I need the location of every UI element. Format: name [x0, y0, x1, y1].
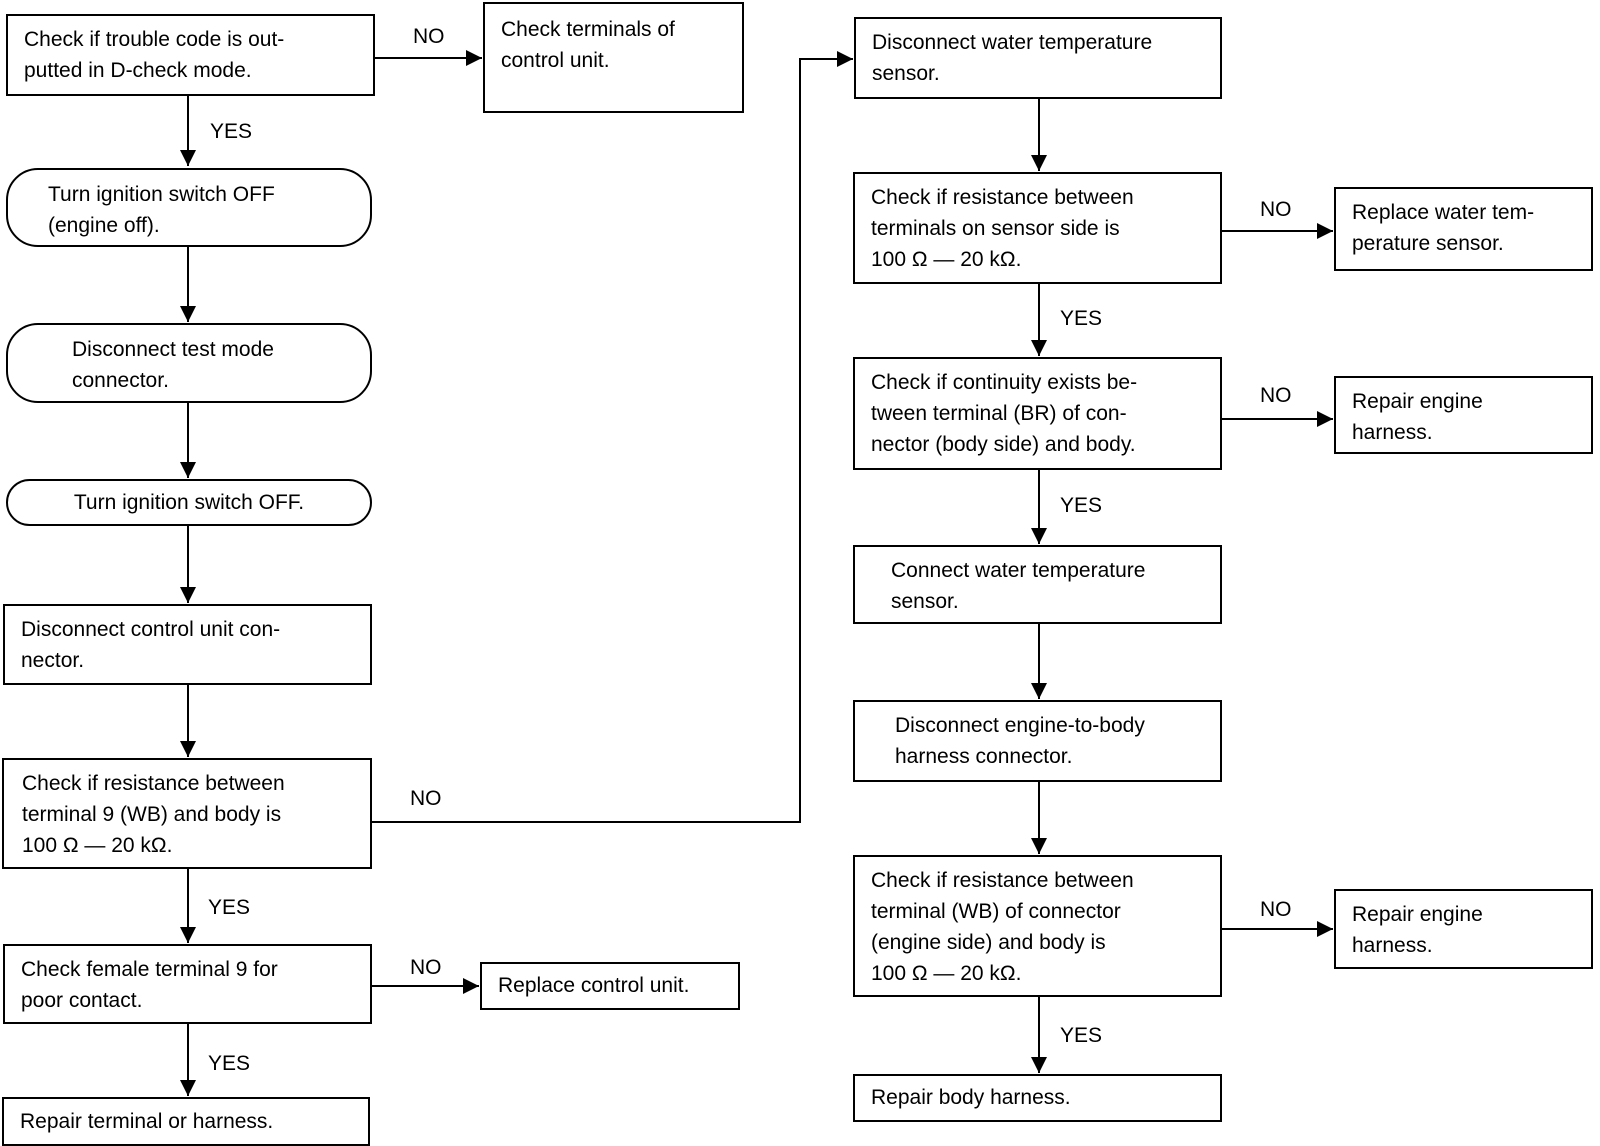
edge-resistance9-no: [372, 51, 853, 823]
label-yes-resistance9: YES: [208, 896, 251, 919]
node-repair-engine-harness-2: Repair engine harness.: [1334, 889, 1593, 969]
node-disconnect-water-temp: Disconnect water temperature sensor.: [854, 17, 1222, 99]
node-check-female-terminal9: Check female terminal 9 for poor contact…: [3, 944, 372, 1024]
node-repair-engine-harness-1: Repair engine harness.: [1334, 376, 1593, 454]
label-no-trouble: NO: [413, 25, 445, 48]
node-connect-water-temp: Connect water temperature sensor.: [853, 545, 1222, 624]
node-check-continuity-br: Check if continuity exists be- tween ter…: [853, 357, 1222, 470]
label-no-female9: NO: [410, 956, 442, 979]
node-repair-body-harness: Repair body harness.: [853, 1074, 1222, 1122]
node-replace-control-unit: Replace control unit.: [480, 962, 740, 1010]
node-replace-water-temp: Replace water tem- perature sensor.: [1334, 187, 1593, 271]
node-turn-ignition-off-engine: Turn ignition switch OFF (engine off).: [6, 168, 372, 247]
label-yes-female9: YES: [208, 1052, 251, 1075]
node-disconnect-control-unit: Disconnect control unit con- nector.: [3, 604, 372, 685]
node-disconnect-engine-body: Disconnect engine-to-body harness connec…: [853, 700, 1222, 782]
node-disconnect-test-mode: Disconnect test mode connector.: [6, 323, 372, 403]
label-yes-wb: YES: [1060, 1024, 1103, 1047]
node-check-resistance-wb: Check if resistance between terminal (WB…: [853, 855, 1222, 997]
label-yes-trouble: YES: [210, 120, 253, 143]
node-check-resistance-sensor: Check if resistance between terminals on…: [853, 172, 1222, 284]
label-yes-sensor: YES: [1060, 307, 1103, 330]
label-no-resistance9: NO: [410, 787, 442, 810]
node-check-resistance-terminal9: Check if resistance between terminal 9 (…: [2, 758, 372, 869]
label-yes-continuity: YES: [1060, 494, 1103, 517]
label-no-sensor: NO: [1260, 198, 1292, 221]
node-repair-terminal-harness: Repair terminal or harness.: [2, 1097, 370, 1146]
node-turn-ignition-off: Turn ignition switch OFF.: [6, 479, 372, 526]
node-check-terminals-control-unit: Check terminals of control unit.: [483, 2, 744, 113]
node-check-trouble-code: Check if trouble code is out- putted in …: [6, 14, 375, 96]
label-no-wb: NO: [1260, 898, 1292, 921]
label-no-continuity: NO: [1260, 384, 1292, 407]
